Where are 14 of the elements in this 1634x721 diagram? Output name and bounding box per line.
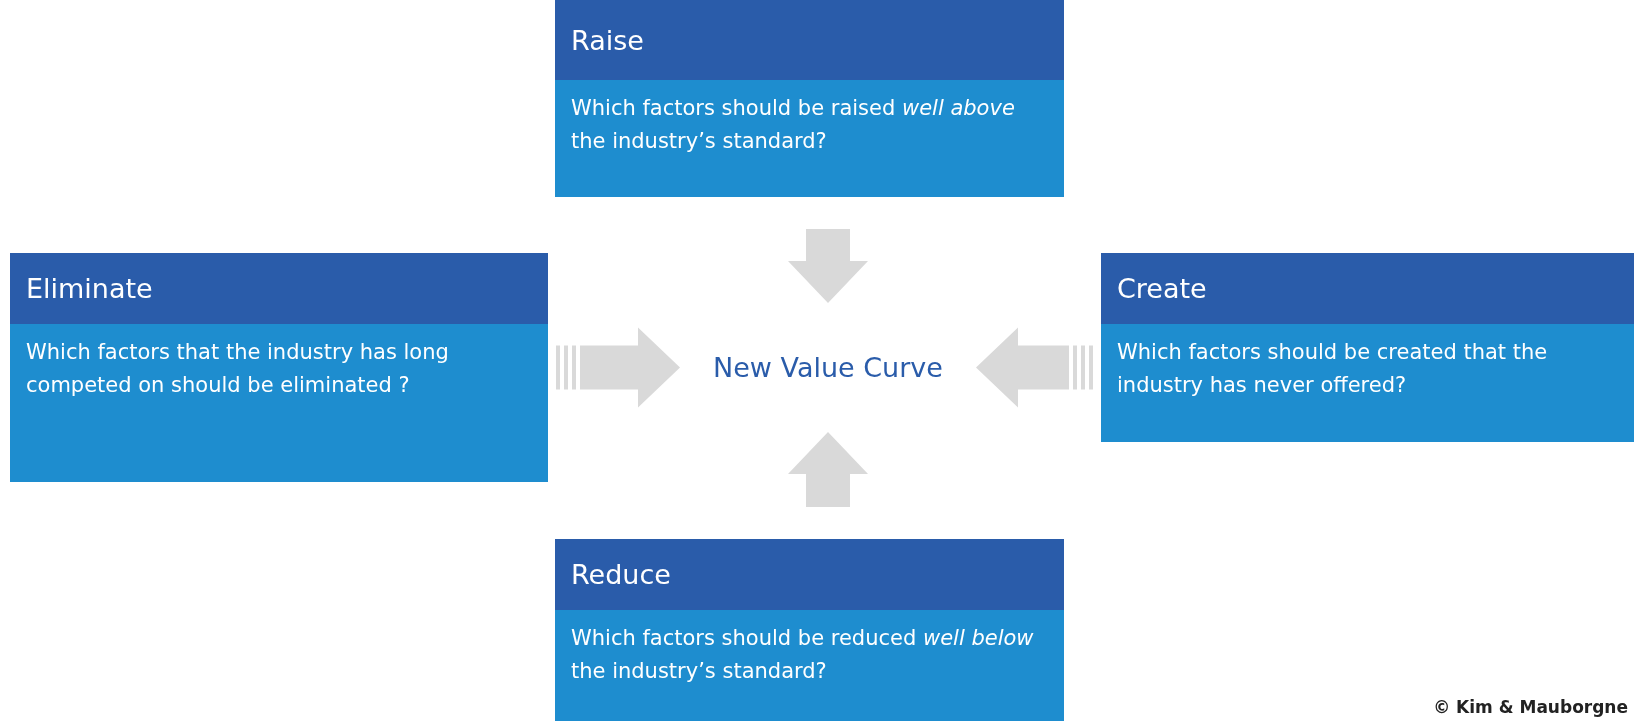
copyright-note: © Kim & Mauborgne	[1433, 697, 1628, 717]
strategy-card	[10, 253, 548, 482]
card-heading: Raise	[555, 0, 1064, 80]
card-heading: Reduce	[555, 539, 1064, 610]
strategy-card	[555, 539, 1064, 721]
strategy-card	[1101, 253, 1634, 442]
card-question: Which factors should be reduced well below the industry’s standard?	[570, 625, 1035, 685]
card-question: Which factors that the industry has long competed on should be eliminated ?	[25, 339, 450, 399]
strategy-card	[555, 0, 1064, 197]
card-question: Which factors should be raised well above the industry’s standard?	[570, 95, 1016, 155]
card-heading: Eliminate	[10, 253, 548, 324]
card-question: Which factors should be created that the industry has never offered?	[1116, 339, 1549, 399]
card-heading: Create	[1101, 253, 1634, 324]
center-label: New Value Curve	[713, 352, 943, 383]
